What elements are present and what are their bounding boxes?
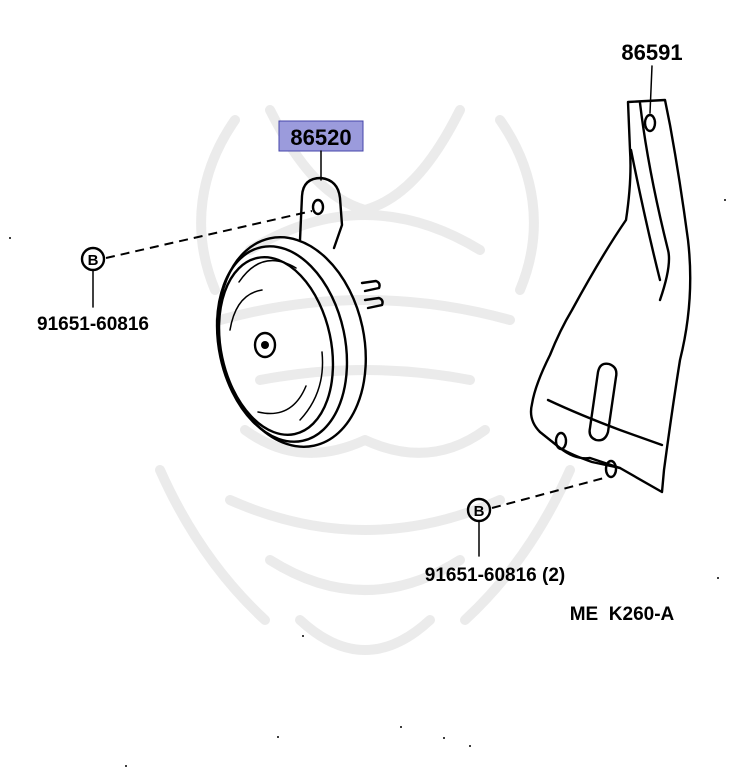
horn-part-number: 86520 bbox=[290, 125, 351, 150]
highlight-box bbox=[278, 120, 364, 152]
bracket-part-number[interactable]: 86591 bbox=[621, 40, 682, 65]
left-bolt-symbol: B bbox=[88, 252, 99, 269]
scan-specks bbox=[9, 199, 726, 767]
diagram-code: ME K260-A bbox=[570, 604, 675, 625]
bracket-leader-line bbox=[649, 65, 653, 114]
left-bolt[interactable]: B bbox=[80, 246, 106, 272]
horn-part-label[interactable]: 86520 bbox=[278, 120, 364, 152]
right-bolt-dashed-leader bbox=[491, 477, 605, 509]
right-bolt-part-number[interactable]: 91651-60816 (2) bbox=[425, 565, 566, 586]
horn[interactable] bbox=[200, 176, 385, 461]
bracket[interactable] bbox=[529, 98, 692, 494]
right-bolt-symbol: B bbox=[474, 503, 485, 520]
left-bolt-part-number[interactable]: 91651-60816 bbox=[37, 314, 149, 335]
left-bolt-dashed-leader bbox=[105, 210, 313, 259]
